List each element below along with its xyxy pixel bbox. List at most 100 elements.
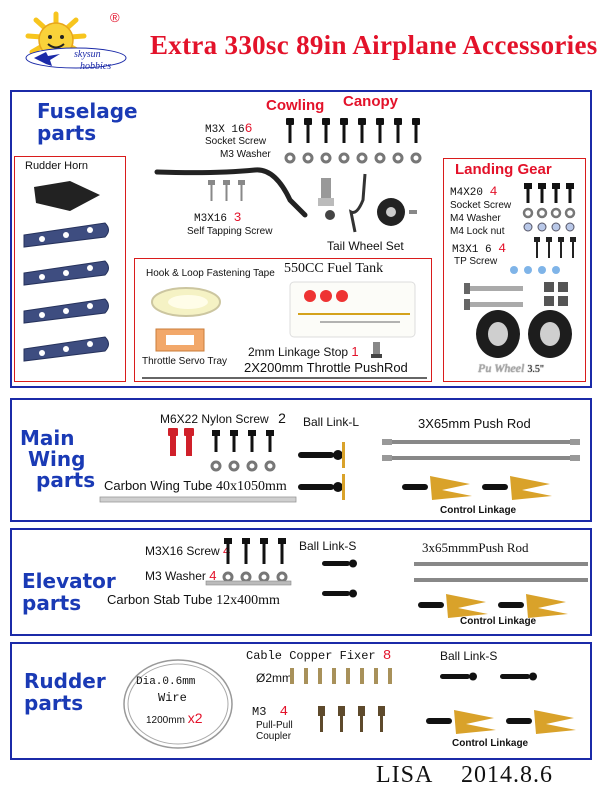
- throttle-tray-label: Throttle Servo Tray: [142, 356, 228, 367]
- pu-wheel-label: Pu Wheel 3.5": [478, 362, 544, 376]
- lg-m4-lock: M4 Lock nut: [450, 226, 505, 237]
- elevator-push-rod-icon: [414, 562, 588, 582]
- cowling-screw-qty: 6: [244, 121, 253, 136]
- throttle-servo-tray-icon: [155, 328, 205, 352]
- coupler-qty: 4: [279, 704, 289, 720]
- self-tap-qty: 3: [233, 210, 242, 225]
- lg-m3x16: M3X1 6 4: [452, 241, 507, 256]
- stab-tube-text: Carbon Stab Tube: [107, 592, 213, 607]
- lg-m4-washer: M4 Washer: [450, 213, 501, 224]
- rudder-title: Rudder parts: [24, 670, 106, 714]
- wing-tube-size: 40x1050mm: [216, 479, 287, 494]
- wire-label: Wire: [158, 691, 187, 705]
- tail-wheel-label: Tail Wheel Set: [327, 239, 404, 253]
- wire-length-label: 1200mm x2: [146, 710, 203, 727]
- lg-tp-screws-icon: [534, 237, 576, 258]
- landing-gear-title: Landing Gear: [455, 161, 552, 178]
- m3-washer-label: M3 Washer: [220, 149, 271, 160]
- throttle-pushrod-icon: [142, 377, 427, 379]
- fuselage-section: [10, 90, 592, 388]
- stab-tube-size: 12x400mm: [216, 593, 280, 608]
- main-wing-title-line3: parts: [36, 468, 96, 492]
- brand-line1: skysun: [74, 49, 101, 60]
- wire-coil-icon: [123, 659, 233, 749]
- elevator-screw-label: M3X16 Screw 4: [145, 544, 230, 558]
- wire-length-text: 1200mm: [146, 715, 185, 726]
- elevator-title: Elevator parts: [22, 570, 116, 614]
- m4x20-qty: 4: [489, 184, 498, 199]
- lg-tp-screw: TP Screw: [454, 256, 498, 267]
- self-tap-screws-icon: [208, 180, 245, 201]
- coupler-size-label: M3 4: [252, 704, 289, 720]
- coupler-line2: Coupler: [256, 731, 292, 742]
- main-wing-title: Main Wing parts: [20, 428, 95, 491]
- fixer-qty: 8: [382, 648, 392, 664]
- registered-mark: ®: [110, 10, 120, 25]
- canopy-label: Canopy: [343, 93, 399, 110]
- page-title: Extra 330sc 89in Airplane Accessories: [150, 30, 598, 60]
- cowling-screws-icon: [284, 118, 422, 164]
- rudder-title-line2: parts: [24, 691, 84, 715]
- elevator-section: [10, 528, 592, 636]
- footer-date: 2014.8.6: [461, 762, 554, 788]
- rudder-control-linkage-icon: [426, 710, 576, 734]
- pu-wheel-size: 3.5": [527, 364, 544, 375]
- footer-signature: LISA 2014.8.6: [376, 762, 553, 789]
- footer-author: LISA: [376, 762, 433, 788]
- socket-screw-label: Socket Screw: [205, 136, 267, 147]
- elevator-push-rod-label: 3x65mmmPush Rod: [422, 540, 529, 555]
- elevator-washer-label: M3 Washer 4: [145, 568, 217, 583]
- axle-icon: [464, 282, 568, 310]
- cowling-screw-size: M3X 166: [205, 121, 253, 136]
- lg-m3x16-qty: 4: [498, 241, 507, 256]
- linkage-stop-text: 2mm Linkage Stop: [248, 345, 349, 359]
- elevator-screw-text: M3X16 Screw: [145, 544, 220, 558]
- elevator-washer-qty: 4: [209, 568, 217, 583]
- nylon-screws-icon: [168, 428, 276, 472]
- pull-pull-coupler-icon: [318, 706, 385, 732]
- wing-push-rod-label: 3X65mm Push Rod: [418, 416, 531, 431]
- fuel-tank-icon: [289, 281, 416, 338]
- rudder-title-line1: Rudder: [24, 669, 106, 693]
- fixer-size-label: Ø2mm: [256, 671, 292, 685]
- wing-tube-icon: [99, 496, 297, 503]
- wire-qty: x2: [187, 710, 203, 726]
- lg-nuts-icon: [510, 266, 560, 274]
- elevator-control-linkage-icon: [418, 594, 568, 618]
- hook-loop-tape-icon: [151, 287, 221, 317]
- copper-fixers-icon: [290, 668, 392, 684]
- hook-loop-label: Hook & Loop Fastening Tape: [146, 268, 275, 279]
- throttle-pushrod-label: 2X200mm Throttle PushRod: [244, 360, 408, 375]
- wing-tube-label: Carbon Wing Tube 40x1050mm: [104, 479, 287, 494]
- rudder-horn-box: [14, 156, 126, 382]
- fuselage-title-line1: Fuselage: [37, 99, 138, 123]
- fuselage-title-line2: parts: [37, 121, 97, 145]
- wing-ball-link-label: Ball Link-L: [303, 415, 360, 429]
- rudder-horn-icon: [23, 181, 109, 362]
- landing-gear-box: [443, 158, 586, 382]
- pu-wheel-text: Pu Wheel: [478, 361, 525, 375]
- fuel-tank-label: 550CC Fuel Tank: [284, 261, 384, 276]
- elevator-ball-link-label: Ball Link-S: [299, 539, 357, 553]
- linkage-stop-icon: [371, 342, 382, 358]
- cowling-label: Cowling: [266, 97, 325, 114]
- linkage-stop-qty: 1: [351, 344, 359, 359]
- nylon-screw-text: M6X22 Nylon Screw: [160, 412, 269, 426]
- brand-line2: hobbies: [80, 61, 112, 72]
- pu-wheel-icon: [476, 310, 572, 358]
- fuel-tank-box: [134, 258, 432, 382]
- nylon-screw-qty: 2: [278, 410, 286, 426]
- rudder-horn-label: Rudder Horn: [25, 160, 88, 172]
- main-wing-title-line2: Wing: [28, 447, 86, 471]
- fixer-label: Cable Copper Fixer 8: [246, 648, 392, 664]
- elevator-title-line1: Elevator: [22, 569, 116, 593]
- rudder-ball-link-icon: [440, 672, 537, 681]
- fixer-text: Cable Copper Fixer: [246, 649, 376, 663]
- elevator-ball-link-icon: [322, 559, 357, 598]
- wing-control-linkage-icon: [402, 476, 552, 500]
- main-wing-title-line1: Main: [20, 426, 75, 450]
- wire-dia-label: Dia.0.6mm: [136, 676, 196, 688]
- wing-push-rod-icon: [382, 439, 580, 461]
- nylon-screw-label: M6X22 Nylon Screw 2: [160, 410, 286, 426]
- elevator-title-line2: parts: [22, 591, 82, 615]
